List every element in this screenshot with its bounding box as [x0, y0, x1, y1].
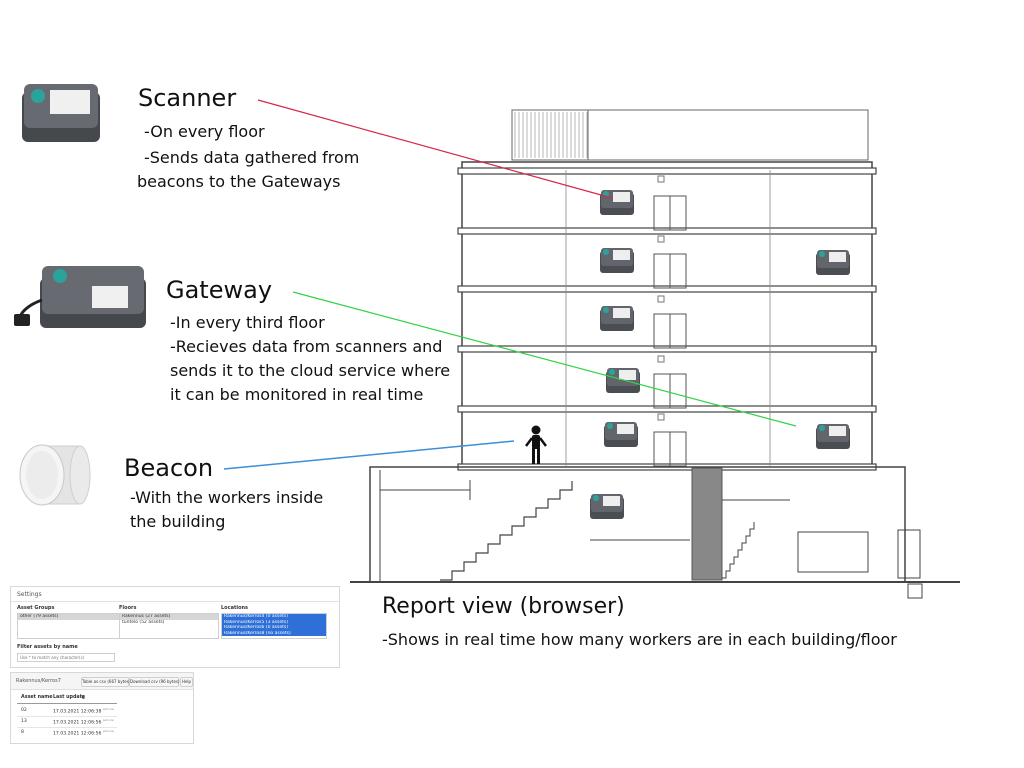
help-button[interactable]: Help — [180, 677, 193, 687]
location-option[interactable]: Rakennus/Kerros5 (3 assets) — [222, 619, 326, 625]
gateway-desc-line: sends it to the cloud service where — [170, 361, 451, 380]
row-divider — [17, 727, 117, 728]
gateway-desc-line: -In every third floor — [170, 313, 325, 332]
scanner-connector-line — [257, 99, 613, 199]
beacon-desc-line: the building — [130, 512, 226, 531]
table-header-divider — [17, 703, 117, 704]
scanner-desc-line: -Sends data gathered from — [144, 148, 360, 167]
last-update-cell: 17.03.2021 12:06:56 just now — [53, 719, 114, 726]
worker-figure — [525, 425, 547, 464]
elevator-indicator — [657, 355, 665, 363]
last-update-time: 17.03.2021 12:06:56 — [53, 731, 102, 737]
floor-option[interactable]: Rakennus (27 assets) — [120, 614, 218, 620]
rooftop-structure — [511, 109, 869, 161]
last-update-relative: just now — [102, 708, 114, 711]
floor-slab — [457, 285, 877, 293]
download-csv-button[interactable]: Download csv (96 bytes) — [129, 677, 180, 687]
report-view-description: -Shows in real time how many workers are… — [382, 630, 897, 649]
stairs — [722, 522, 755, 579]
settings-title: Settings — [17, 591, 42, 598]
settings-panel: Settings Asset Groups other (79 assets) … — [10, 586, 340, 668]
sort-icon[interactable]: ⇅ — [81, 695, 86, 701]
gateway-connector-line — [292, 291, 797, 427]
last-update-cell: 17.03.2021 12:06:38 just now — [53, 708, 114, 715]
device-scanner — [590, 494, 624, 519]
scanner-title: Scanner — [138, 84, 237, 112]
last-update-time: 17.03.2021 12:06:38 — [53, 709, 102, 715]
locations-list[interactable]: Rakennus/Kerros4 (0 assets) Rakennus/Ker… — [221, 613, 327, 639]
settings-divider — [11, 601, 339, 602]
gateway-desc-line: -Recieves data from scanners and — [170, 337, 443, 356]
floors-list[interactable]: Rakennus (27 assets) tuntelo (52 assets) — [119, 613, 219, 639]
filter-input[interactable] — [17, 653, 115, 662]
asset-name-cell: 13 — [21, 719, 27, 724]
device-scanner — [604, 422, 638, 447]
floor-slab — [457, 227, 877, 235]
scanner-description: -On every floor -Sends data gathered fro… — [137, 120, 360, 194]
floor-slab — [457, 167, 877, 175]
gateway-product-image — [14, 266, 146, 328]
beacon-desc-line: -With the workers inside — [130, 488, 324, 507]
device-scanner — [600, 248, 634, 273]
report-view-title: Report view (browser) — [382, 594, 625, 619]
scanner-desc-line: beacons to the Gateways — [137, 172, 341, 191]
location-table-panel: Rakennus/Kerros7 Table as csv (667 bytes… — [10, 672, 194, 744]
table-as-csv-button[interactable]: Table as csv (667 bytes) — [81, 677, 130, 687]
locations-label: Locations — [221, 605, 249, 611]
beacon-title: Beacon — [124, 454, 214, 482]
asset-groups-label: Asset Groups — [17, 605, 55, 611]
last-update-relative: just now — [102, 719, 114, 722]
floor-slab — [457, 405, 877, 413]
beacon-description: -With the workers inside the building — [130, 486, 323, 534]
filter-label: Filter assets by name — [17, 644, 78, 650]
last-update-cell: 17.03.2021 12:06:56 just now — [53, 730, 114, 737]
elevator-indicator — [657, 175, 665, 183]
gateway-title: Gateway — [166, 276, 273, 304]
device-scanner — [600, 190, 634, 215]
elevator-indicator — [657, 235, 665, 243]
beacon-product-image — [19, 444, 91, 506]
floor-option[interactable]: tuntelo (52 assets) — [122, 619, 165, 625]
scanner-desc-line: -On every floor — [144, 122, 265, 141]
elevator-indicator — [657, 413, 665, 421]
asset-name-cell: 02 — [21, 708, 27, 713]
gateway-description: -In every third floor -Recieves data fro… — [170, 311, 450, 407]
floor-slab — [457, 345, 877, 353]
device-gateway — [816, 424, 850, 449]
asset-group-option[interactable]: other (79 assets) — [18, 614, 122, 620]
location-option[interactable]: Rakennus/Kerros4 (0 assets) — [222, 614, 326, 620]
last-update-relative: just now — [102, 730, 114, 733]
location-tab[interactable]: Rakennus/Kerros7 — [16, 678, 61, 684]
location-option[interactable]: Rakennus/Kerros6 (0 assets) — [222, 625, 326, 631]
beacon-connector-line — [223, 440, 515, 470]
stairs — [440, 481, 573, 581]
row-divider — [17, 716, 117, 717]
floors-label: Floors — [119, 605, 137, 611]
gateway-desc-line: it can be monitored in real time — [170, 385, 424, 404]
building — [350, 161, 960, 599]
location-option[interactable]: Rakennus/Kerros8 (no assets) — [222, 630, 326, 636]
elevator-indicator — [657, 295, 665, 303]
column-header-asset-name[interactable]: Asset name — [21, 695, 53, 700]
device-scanner — [600, 306, 634, 331]
asset-name-cell: 8 — [21, 730, 24, 735]
scanner-product-image — [22, 84, 100, 142]
last-update-time: 17.03.2021 12:06:56 — [53, 720, 102, 726]
device-gateway — [816, 250, 850, 275]
column-header-last-update[interactable]: Last update — [53, 695, 86, 700]
asset-groups-list[interactable]: other (79 assets) — [17, 613, 123, 639]
